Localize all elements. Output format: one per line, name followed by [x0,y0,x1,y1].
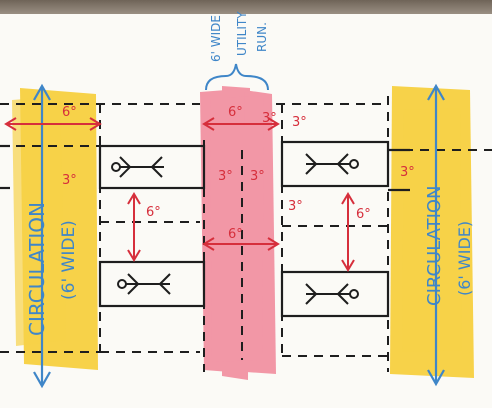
left-circulation-band [12,88,98,370]
circulation-right-width: (6' WIDE) [455,221,474,296]
person-desk-icon [111,156,164,178]
utility-label-line3: RUN. [255,22,269,52]
dim-right-span: 6° [356,207,371,222]
right-circulation-arrow [427,83,445,387]
dim-right-edge: 3° [400,165,415,180]
utility-brace [205,63,269,91]
person-desk-icon [117,273,171,295]
utility-run-band [200,86,276,380]
person-desk-icon [305,153,359,175]
dim-left-span: 6° [146,205,161,220]
left-circulation-arrow [33,83,51,389]
circulation-left-width: (6' WIDE) [59,220,79,300]
person-desk-icon [305,283,359,305]
dim-utility-mid-a: 3° [218,169,233,184]
circulation-left-label: CIRCULATION [25,202,49,336]
dim-utility-bottom: 6° [228,227,243,242]
circulation-right-label: CIRCULATION [424,185,445,306]
dim-utility-mid-b: 3° [250,169,265,184]
dim-utility-top: 6° [228,105,243,120]
right-circulation-band [390,86,474,378]
dim-left-side: 3° [62,173,77,188]
photo-edge [0,0,492,14]
dim-right-small: 3° [292,115,307,130]
dim-left-top: 6° [62,105,77,120]
utility-label-line2: UTILITY [235,11,249,56]
dim-utility-right: 3° [262,111,277,126]
dim-right-side: 3° [288,199,303,214]
utility-label-line1: 6' WIDE [209,15,223,62]
desk-boxes [0,140,410,318]
dashed-grid [0,96,492,372]
red-dimension-lines [4,117,355,272]
